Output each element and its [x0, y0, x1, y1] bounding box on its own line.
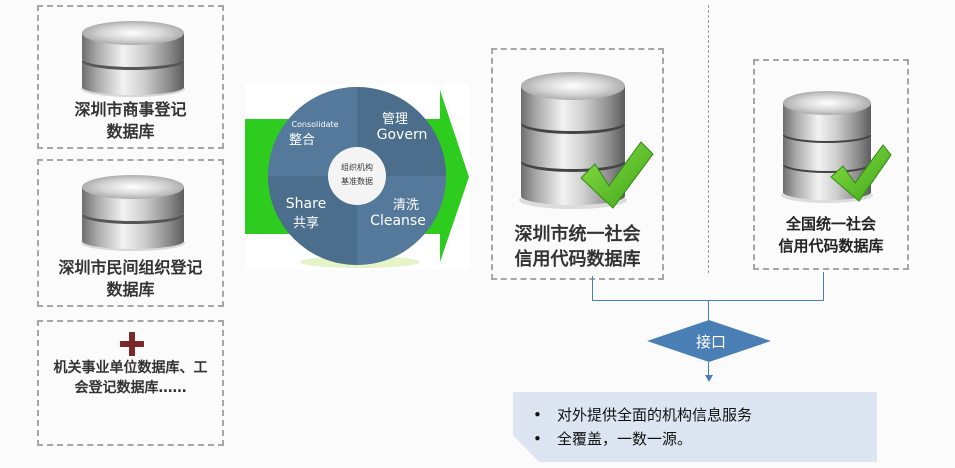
- divider-line: [708, 5, 709, 273]
- source-box-other: 机关事业单位数据库、工 会登记数据库……: [37, 320, 224, 446]
- segment-zh: 管理: [381, 112, 408, 127]
- process-arrow: [245, 87, 469, 268]
- title-line-1: 深圳市民间组织登记: [58, 258, 203, 277]
- segment-en: Share: [285, 196, 327, 212]
- plus-icon: [120, 332, 144, 356]
- services-item: • 对外提供全面的机构信息服务: [533, 403, 877, 427]
- target-title: 全国统一社会 信用代码数据库: [755, 213, 907, 257]
- source-box-commercial-registration: 深圳市商事登记 数据库: [37, 5, 224, 149]
- segment-en: Consolidate: [291, 120, 339, 129]
- services-item-text: 全覆盖，一数一源。: [557, 430, 693, 448]
- title-line-2: 信用代码数据库: [778, 237, 884, 255]
- target-title: 深圳市统一社会 信用代码数据库: [493, 222, 662, 272]
- segment-zh: 整合: [288, 133, 315, 148]
- title-line-2: 信用代码数据库: [514, 249, 641, 270]
- title-line-1: 机关事业单位数据库、工: [53, 360, 208, 376]
- center-line-2: 基准数据: [341, 177, 373, 186]
- segment-share: Share 共享: [281, 196, 331, 231]
- segment-cleanse: 清洗 Cleanse: [363, 194, 433, 229]
- source-title: 深圳市民间组织登记 数据库: [39, 257, 222, 301]
- connector-down: [708, 300, 709, 321]
- center-label: 组织机构 基准数据: [327, 161, 387, 189]
- database-icon: [81, 175, 185, 251]
- services-list: • 对外提供全面的机构信息服务 • 全覆盖，一数一源。: [513, 392, 877, 451]
- interface-label: 接口: [695, 333, 726, 351]
- target-box-shenzhen-credit-code: 深圳市统一社会 信用代码数据库: [491, 48, 664, 280]
- database-icon: [81, 21, 185, 97]
- services-box: • 对外提供全面的机构信息服务 • 全覆盖，一数一源。: [513, 392, 877, 462]
- title-line-1: 全国统一社会: [785, 215, 876, 233]
- source-title: 深圳市商事登记 数据库: [39, 99, 222, 143]
- segment-en: Govern: [376, 127, 428, 143]
- center-line-1: 组织机构: [341, 163, 373, 172]
- target-box-national-credit-code: 全国统一社会 信用代码数据库: [753, 59, 909, 270]
- services-item-text: 对外提供全面的机构信息服务: [557, 406, 753, 424]
- title-line-1: 深圳市统一社会: [514, 224, 641, 245]
- bullet-icon: •: [533, 406, 542, 424]
- segment-zh: 清洗: [392, 198, 419, 213]
- bullet-icon: •: [533, 430, 542, 448]
- database-check-icon: [519, 72, 654, 209]
- segment-govern: 管理 Govern: [367, 108, 437, 143]
- database-check-icon: [781, 91, 892, 203]
- connector-arrow-line: [708, 362, 709, 376]
- source-title: 机关事业单位数据库、工 会登记数据库……: [39, 358, 222, 398]
- arrow-down-icon: [705, 375, 713, 382]
- interface-diamond: [647, 320, 771, 362]
- title-line-2: 数据库: [106, 280, 155, 299]
- source-box-civil-organization: 深圳市民间组织登记 数据库: [37, 159, 224, 307]
- connector-left: [592, 276, 593, 300]
- connector-right: [823, 272, 824, 300]
- title-line-1: 深圳市商事登记: [74, 100, 187, 119]
- data-process-cycle: 组织机构 基准数据 Consolidate 整合 管理 Govern 清洗 Cl…: [245, 84, 469, 270]
- services-item: • 全覆盖，一数一源。: [533, 427, 877, 451]
- title-line-2: 数据库: [106, 122, 155, 141]
- title-line-2: 会登记数据库……: [74, 380, 187, 396]
- segment-consolidate: Consolidate 整合: [275, 120, 355, 148]
- segment-en: Cleanse: [370, 213, 426, 229]
- segment-zh: 共享: [292, 216, 319, 231]
